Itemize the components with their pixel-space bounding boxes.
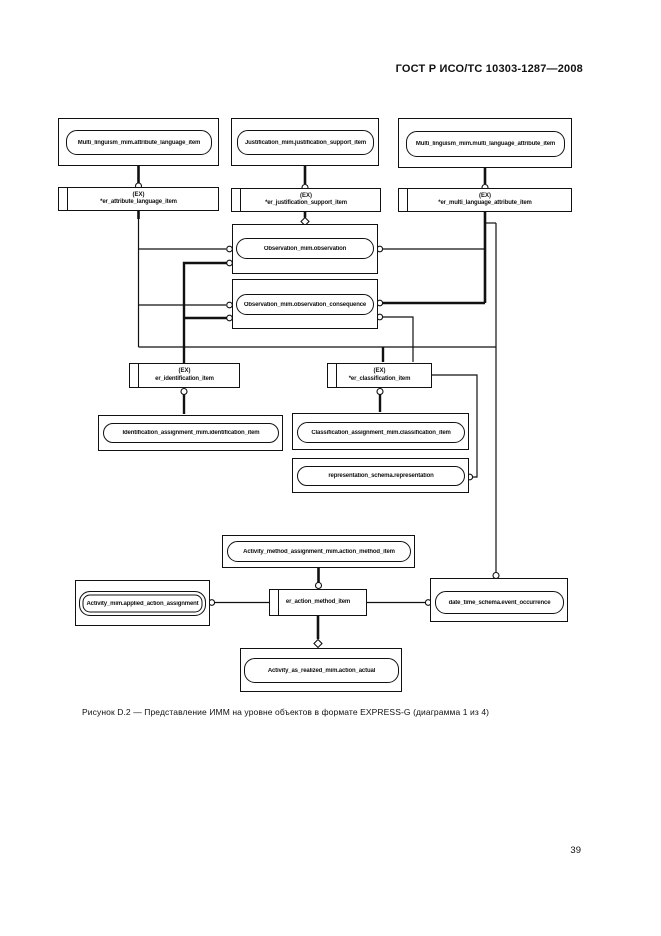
node-frame-observation-consequence: Observation_mim.observation_consequence xyxy=(232,279,378,329)
select-name: er_action_method_item xyxy=(285,598,351,605)
node-frame-justification-support: Justification_mim.justification_support_… xyxy=(231,118,379,166)
node-label: Multi_linguism_mim.multi_language_attrib… xyxy=(415,141,556,147)
select-tag: (EX) xyxy=(132,191,145,198)
node-label: representation_schema.representation xyxy=(328,473,434,479)
select-tag: (EX) xyxy=(178,368,191,374)
select-box-justification-support-item: (EX) *er_justification_support_item xyxy=(231,188,381,212)
node-frame-applied-action-assignment: Activity_mim.applied_action_assignment xyxy=(75,580,210,626)
node-label: Identification_assignment_mim.identifica… xyxy=(122,430,260,436)
select-box-action-method-item: er_action_method_item xyxy=(269,589,367,616)
node-label: Activity_as_realized_mim.action_actual xyxy=(267,667,376,674)
node-label: Activity_mim.applied_action_assignment xyxy=(86,600,199,607)
select-name: *er_justification_support_item xyxy=(265,200,347,206)
node-label: Justification_mim.justification_support_… xyxy=(244,139,367,146)
page-number: 39 xyxy=(570,845,581,856)
select-name: *er_multi_language_attribute_item xyxy=(438,200,532,206)
select-tag: (EX) xyxy=(479,192,491,199)
node-frame-action-actual: Activity_as_realized_mim.action_actual xyxy=(240,648,402,692)
select-tag: (EX) xyxy=(300,192,312,199)
select-tag: (EX) xyxy=(373,368,386,374)
node-label: Multi_linguism_mim.attribute_language_it… xyxy=(77,139,201,146)
node-frame-event-occurrence: date_time_schema.event_occurrence xyxy=(430,578,568,622)
node-frame-representation: representation_schema.representation xyxy=(292,458,469,493)
node-label: Observation_mim.observation_consequence xyxy=(243,301,367,308)
node-frame-identification-assignment: Identification_assignment_mim.identifica… xyxy=(98,415,283,451)
node-frame-activity-method-assignment: Activity_method_assignment_mim.action_me… xyxy=(222,535,415,568)
node-frame-multi-linguism-attribute-language: Multi_linguism_mim.attribute_language_it… xyxy=(58,118,219,166)
select-name: er_identification_item xyxy=(155,375,214,382)
select-box-classification-item: (EX) *er_classification_item xyxy=(327,363,432,388)
node-label: date_time_schema.event_occurrence xyxy=(448,599,551,606)
select-box-multi-language-attribute-item: (EX) *er_multi_language_attribute_item xyxy=(398,188,572,212)
node-frame-observation: Observation_mim.observation xyxy=(232,224,378,274)
document-header: ГОСТ Р ИСО/ТС 10303-1287—2008 xyxy=(395,63,583,75)
select-box-identification-item: (EX) er_identification_item xyxy=(129,363,240,388)
node-label: Activity_method_assignment_mim.action_me… xyxy=(243,548,395,555)
select-name: *er_classification_item xyxy=(348,375,411,382)
node-label: Observation_mim.observation xyxy=(263,245,347,252)
select-box-attribute-language-item: (EX) *er_attribute_language_item xyxy=(58,187,219,211)
node-frame-multi-language-attribute: Multi_linguism_mim.multi_language_attrib… xyxy=(398,118,572,168)
node-frame-classification-assignment: Classification_assignment_mim.classifica… xyxy=(292,413,469,450)
select-name: *er_attribute_language_item xyxy=(100,199,177,205)
figure-caption: Рисунок D.2 — Представление ИММ на уровн… xyxy=(82,707,490,717)
node-label: Classification_assignment_mim.classifica… xyxy=(311,429,451,436)
